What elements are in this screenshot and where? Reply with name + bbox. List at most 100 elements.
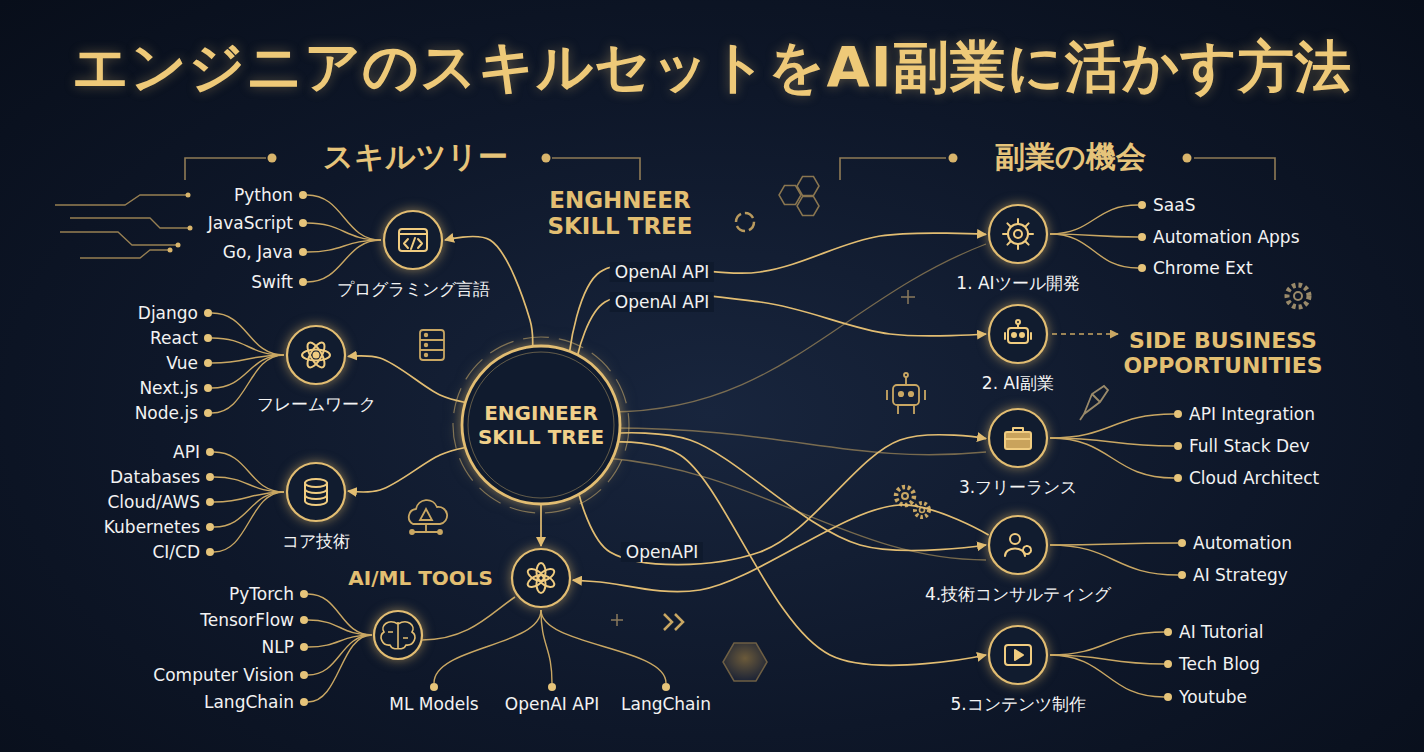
connector (540, 505, 542, 546)
connector (348, 448, 464, 492)
decor-path (381, 622, 415, 649)
decor-circle (425, 334, 428, 337)
icon-stroke (1017, 219, 1019, 223)
icon-stroke (1015, 650, 1023, 660)
icon-stroke (1020, 333, 1024, 337)
section-heading: ENGHNEER SKILL TREE (530, 187, 710, 240)
node-outline (988, 515, 1048, 575)
decor-use (797, 177, 819, 196)
icon-case (1005, 428, 1031, 449)
skill-item: JavaScript (208, 213, 293, 233)
skill-item: React (150, 328, 198, 348)
node-label: コア技術 (282, 530, 350, 553)
item-dot (300, 616, 308, 624)
decor-circle (949, 154, 958, 163)
circle-outline (512, 549, 570, 607)
icon-stroke (1008, 328, 1028, 343)
item-dot (1164, 628, 1172, 636)
item-dot (204, 409, 212, 417)
section-heading: SIDE BUSINESS OPPORTUNITIES (1103, 328, 1343, 379)
icon-stroke (305, 483, 327, 505)
hexagon-tile (723, 643, 767, 681)
item-dot (299, 278, 307, 286)
node-label: プログラミング言語 (337, 278, 490, 301)
icon-robot (1005, 320, 1031, 343)
decor-circle (176, 243, 181, 248)
icon-stroke (1005, 645, 1031, 665)
decor-circle (1294, 292, 1302, 300)
item-dot (204, 384, 212, 392)
icon-stroke (302, 350, 330, 361)
node-label: 4.技術コンサルティング (925, 583, 1111, 606)
skill-item: API (173, 442, 200, 462)
icon-stroke (1005, 428, 1031, 439)
leader-group (204, 191, 1186, 706)
circle-outline (989, 305, 1047, 363)
item-dot (206, 448, 214, 456)
decor-circle (909, 392, 913, 396)
node-outline (511, 548, 571, 608)
leader-line (214, 452, 284, 492)
leader-line (308, 594, 372, 635)
title: エンジニアのスキルセットをAI副業に活かす方法 (0, 30, 1424, 106)
decor-path (70, 218, 190, 228)
node-outline (988, 204, 1048, 264)
opportunity-circle: 4.技術コンサルティング (988, 515, 1048, 575)
icon-code (399, 229, 427, 251)
decor-circle (410, 530, 414, 534)
icon-atom (302, 340, 330, 370)
skill-item: Tech Blog (1179, 654, 1260, 674)
icon-stroke (1017, 245, 1019, 249)
skill-item: Next.js (139, 378, 198, 398)
icon-ai (1003, 219, 1033, 249)
decor-circle (438, 530, 442, 534)
item-dot (548, 683, 556, 691)
skill-item: NLP (262, 637, 294, 657)
skill-item: AI Tutorial (1179, 622, 1264, 642)
circle-outline (287, 463, 345, 521)
item-dot (300, 643, 308, 651)
item-dot (300, 590, 308, 598)
skill-item: Go, Java (223, 242, 293, 262)
hexagon-cluster (779, 177, 819, 216)
skill-item: Computer Vision (153, 665, 294, 685)
skill-item: CI/CD (152, 542, 200, 562)
item-dot (1138, 201, 1146, 209)
edge-label: OpenAI API (610, 292, 714, 312)
leader-line (214, 492, 284, 552)
leader-line (1050, 414, 1174, 438)
skill-item: Full Stack Dev (1189, 436, 1310, 456)
icon-stroke (314, 353, 319, 358)
connector (570, 233, 986, 350)
circuit-dot (168, 193, 193, 253)
icon-openai (526, 563, 556, 593)
decor-path (80, 250, 170, 258)
connector (619, 442, 986, 665)
decor-rect (420, 330, 444, 360)
pen-icon (1080, 386, 1108, 420)
icon-stroke (1007, 223, 1010, 226)
leader-line (1050, 205, 1138, 234)
icon-stroke (526, 567, 546, 584)
decor-circle (1287, 285, 1309, 307)
icon-person (1005, 534, 1031, 556)
skill-item: Node.js (135, 403, 198, 423)
node-outline (286, 462, 346, 522)
plus-sign (611, 290, 915, 626)
item-dot (300, 671, 308, 679)
decor-path (420, 340, 444, 350)
skill-item: Youtube (1179, 687, 1247, 707)
leader-line (212, 313, 284, 355)
edge-label: OpenAPI (621, 542, 703, 562)
decor-circle (374, 611, 422, 659)
decor-use (797, 197, 819, 216)
item-dot (206, 548, 214, 556)
circle-outline (384, 211, 442, 269)
item-dot (1138, 233, 1146, 241)
icon-stroke (1008, 224, 1028, 244)
hub-outline (462, 346, 620, 504)
icon-stroke (1029, 233, 1033, 235)
item-dot (299, 248, 307, 256)
skill-item: Cloud/AWS (107, 492, 200, 512)
